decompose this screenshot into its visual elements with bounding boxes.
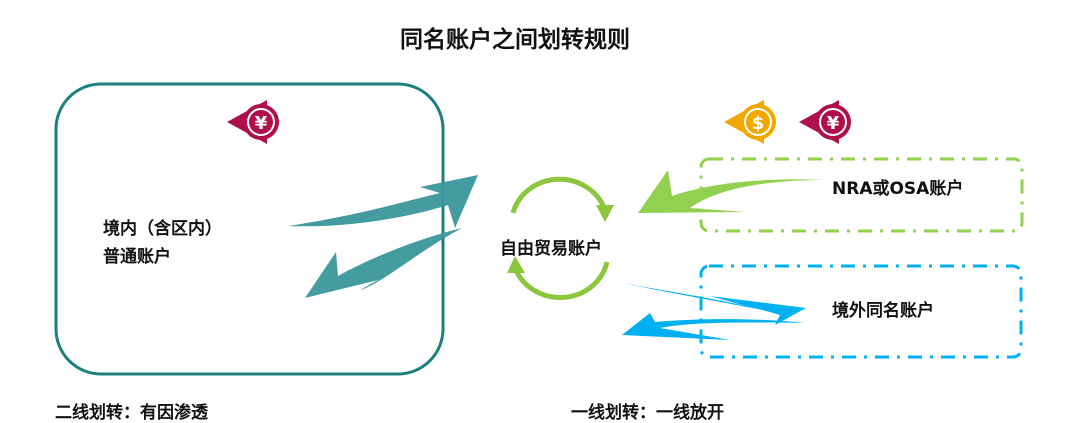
domestic-account-box [54,82,445,376]
overseas-account-box [699,264,1023,359]
ftz-account-label: 自由贸易账户 [500,239,602,259]
cycle-arrows-icon [510,176,610,300]
cycle-arrowhead [507,256,525,273]
arrow-overseas-to-ftz [622,313,805,340]
svg-text:¥: ¥ [255,113,268,134]
nra-account-label: NRA或OSA账户 [832,179,964,199]
yuan-icon: ¥ [798,99,852,145]
overseas-account-label: 境外同名账户 [832,301,934,321]
first-line-label: 一线划转：一线放开 [571,403,724,423]
yuan-icon: ¥ [226,99,280,145]
dollar-icon: $ [723,99,777,145]
second-line-label: 二线划转：有因渗透 [55,403,208,423]
arrow-to-ftz [288,175,478,228]
arrow-to-domestic [305,228,462,298]
domestic-account-label: 境内（含区内） [103,219,222,239]
svg-text:¥: ¥ [827,113,840,134]
arrow-nra-to-ftz [638,170,826,213]
domestic-account-label-2: 普通账户 [103,247,171,267]
cycle-arrowhead [596,205,614,222]
arrow-ftz-to-overseas [622,283,806,325]
svg-text:$: $ [752,113,765,134]
page-title: 同名账户之间划转规则 [400,27,630,53]
